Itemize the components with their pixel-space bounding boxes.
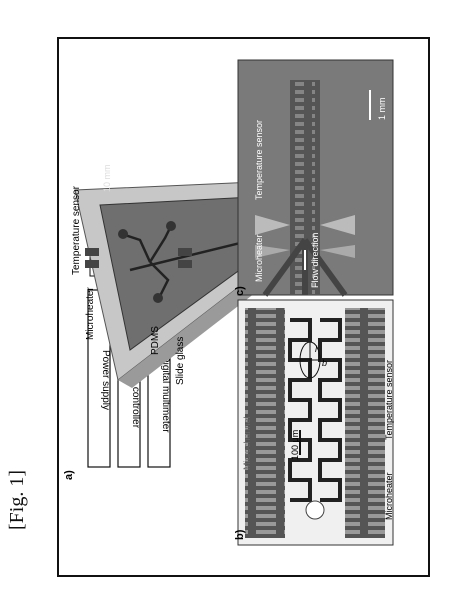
label-scale-c: 1 mm [377,98,387,121]
bubble [305,500,325,520]
figure-frame [57,37,430,577]
microheater-serpentine [288,318,342,502]
label-pdms: PDMS [150,326,161,355]
electrode-comb-bottom [345,308,385,538]
digital-multimeter-label: Digital multimeter [160,355,171,433]
panel-c-label: c) [234,286,246,296]
label-scale-a: 10 mm [102,164,112,192]
label-microheater-b: Microheater [384,472,394,520]
label-microheater-c: Microheater [254,234,264,282]
label-temperature-sensor-a: Temperature sensor [71,185,82,275]
label-b: b [322,358,327,368]
label-flow-direction: Flow direction [310,232,320,288]
label-microheater-a: Microheater [85,287,96,340]
panel-b: b) Microchannel 100 μm Microheater Tempe… [234,299,394,546]
sensor-cone-right [320,215,355,235]
electrode-comb-top [245,308,285,538]
panel-a-label: a) [63,470,75,480]
panel-b-label: b) [234,529,246,540]
label-l: l [315,344,318,354]
panel-c: c) Microheater Temperature sensor Flow d… [234,59,394,297]
label-slide-glass: Slide glass [175,337,186,385]
power-supply-label: Power supply [100,350,111,410]
label-temperature-sensor-c: Temperature sensor [254,120,264,200]
microheater-electrodes [85,248,192,268]
label-microchannel: Microchannel [242,416,252,470]
sensor-cone-left [255,215,290,235]
label-temperature-sensor-b: Temperature sensor [384,360,394,440]
label-scale-b: 100 μm [290,430,300,460]
